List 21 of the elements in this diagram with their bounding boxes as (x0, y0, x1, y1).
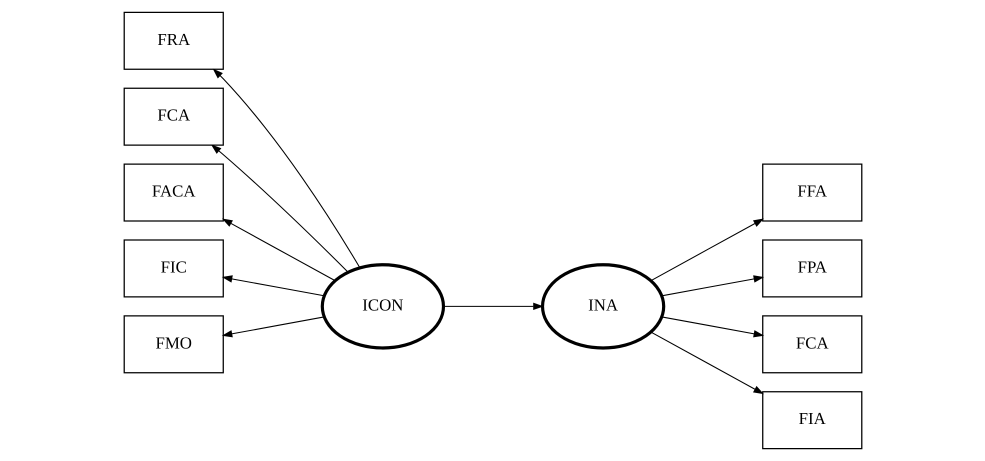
arrow (661, 275, 764, 296)
node-box: FCA (123, 88, 224, 146)
arrow (661, 316, 764, 338)
node-ellipse: INA (540, 263, 665, 350)
node-ellipse: ICON (320, 263, 445, 350)
node-box: FIA (762, 391, 862, 450)
arrow (221, 218, 335, 282)
node-box: FFA (762, 163, 862, 222)
arrow (210, 144, 348, 273)
arrow (443, 302, 544, 310)
arrow (650, 332, 764, 394)
arrow (221, 316, 324, 338)
node-box: FCA (762, 315, 862, 374)
node-box: FRA (123, 12, 224, 70)
node-box: FMO (123, 315, 224, 374)
arrow (212, 68, 360, 268)
arrow (650, 218, 764, 281)
arrow (221, 275, 324, 296)
node-box: FIC (123, 239, 224, 298)
node-box: FPA (762, 239, 862, 298)
node-box: FACA (123, 163, 224, 222)
